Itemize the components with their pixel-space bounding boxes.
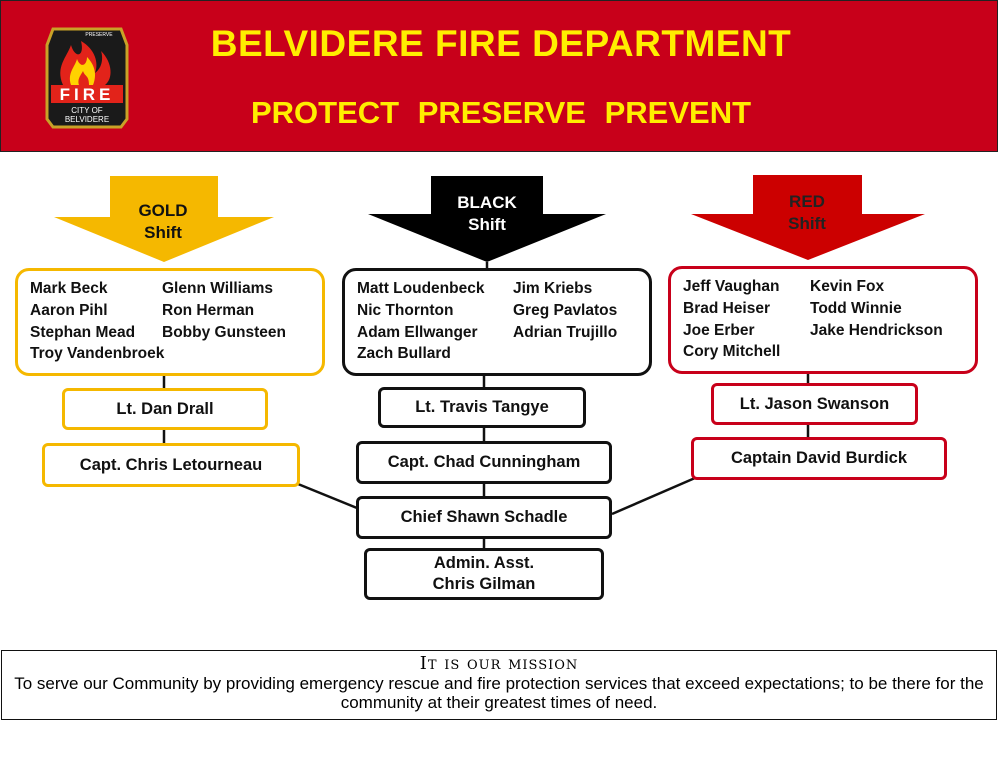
- crew-member: Jeff Vaughan: [683, 278, 780, 295]
- motto: PROTECT PRESERVE PREVENT: [250, 95, 752, 130]
- crew-member: Bobby Gunsteen: [162, 323, 287, 341]
- red-shift-crew: Jeff Vaughan Kevin Fox Brad Heiser Todd …: [668, 266, 978, 374]
- page-title: BELVIDERE FIRE DEPARTMENT: [210, 23, 792, 64]
- red-captain: Captain David Burdick: [691, 437, 947, 480]
- gold-shift-word: Shift: [144, 223, 182, 242]
- gold-captain: Capt. Chris Letourneau: [42, 443, 300, 487]
- crew-member: Aaron Pihl: [30, 301, 108, 319]
- crew-member: Jake Hendrickson: [810, 321, 943, 339]
- black-shift-name: BLACK: [457, 193, 517, 212]
- mission-text: To serve our Community by providing emer…: [14, 674, 984, 712]
- crew-member: Glenn Williams: [162, 280, 273, 297]
- black-shift-crew: Matt Loudenbeck Jim Kriebs Nic Thornton …: [342, 268, 652, 376]
- crew-member: Greg Pavlatos: [513, 301, 618, 319]
- admin-title: Admin. Asst.: [433, 554, 535, 572]
- svg-text:BELVIDERE: BELVIDERE: [65, 115, 109, 124]
- crew-member: Mark Beck: [30, 280, 108, 297]
- chief-box: Chief Shawn Schadle: [356, 496, 612, 539]
- gold-shift-label: GOLD Shift: [118, 200, 208, 244]
- black-shift-arrow: [368, 176, 606, 262]
- crew-member: Jim Kriebs: [513, 280, 593, 297]
- black-shift-word: Shift: [468, 215, 506, 234]
- crew-member: Troy Vandenbroek: [30, 345, 165, 363]
- crew-member: Joe Erber: [683, 321, 755, 339]
- mission-heading: It is our mission: [419, 653, 579, 674]
- gold-shift-arrow: [54, 176, 274, 262]
- admin-assistant-box: Admin. Asst. Chris Gilman: [364, 548, 604, 600]
- crew-member: Ron Herman: [162, 301, 255, 319]
- crew-member: Todd Winnie: [810, 299, 902, 317]
- admin-name: Chris Gilman: [432, 575, 536, 593]
- svg-text:PRESERVE: PRESERVE: [85, 32, 113, 38]
- crew-member: Brad Heiser: [683, 299, 771, 317]
- gold-lieutenant: Lt. Dan Drall: [62, 388, 268, 430]
- red-shift-arrow: [691, 175, 925, 260]
- header-banner: FIRE CITY OF BELVIDERE PRESERVE BELVIDER…: [0, 0, 998, 152]
- crew-member: Adam Ellwanger: [357, 323, 478, 341]
- red-lieutenant: Lt. Jason Swanson: [711, 383, 918, 425]
- crew-member: Stephan Mead: [30, 323, 136, 341]
- fire-department-logo: FIRE CITY OF BELVIDERE PRESERVE: [45, 27, 129, 129]
- crew-member: Adrian Trujillo: [513, 323, 618, 341]
- crew-member: Nic Thornton: [357, 301, 454, 319]
- black-captain: Capt. Chad Cunningham: [356, 441, 612, 484]
- svg-text:FIRE: FIRE: [60, 85, 115, 104]
- red-shift-name: RED: [789, 192, 825, 211]
- gold-shift-crew: Mark Beck Glenn Williams Aaron Pihl Ron …: [15, 268, 325, 376]
- svg-text:CITY OF: CITY OF: [71, 106, 103, 115]
- black-lieutenant: Lt. Travis Tangye: [378, 387, 586, 428]
- black-shift-label: BLACK Shift: [441, 192, 533, 236]
- crew-member: Kevin Fox: [810, 278, 885, 295]
- red-shift-word: Shift: [788, 214, 826, 233]
- crew-member: Cory Mitchell: [683, 343, 781, 361]
- crew-member: Zach Bullard: [357, 345, 451, 363]
- crew-member: Matt Loudenbeck: [357, 280, 485, 297]
- gold-shift-name: GOLD: [138, 201, 188, 220]
- red-shift-label: RED Shift: [762, 191, 852, 235]
- mission-statement: It is our mission To serve our Community…: [1, 650, 997, 720]
